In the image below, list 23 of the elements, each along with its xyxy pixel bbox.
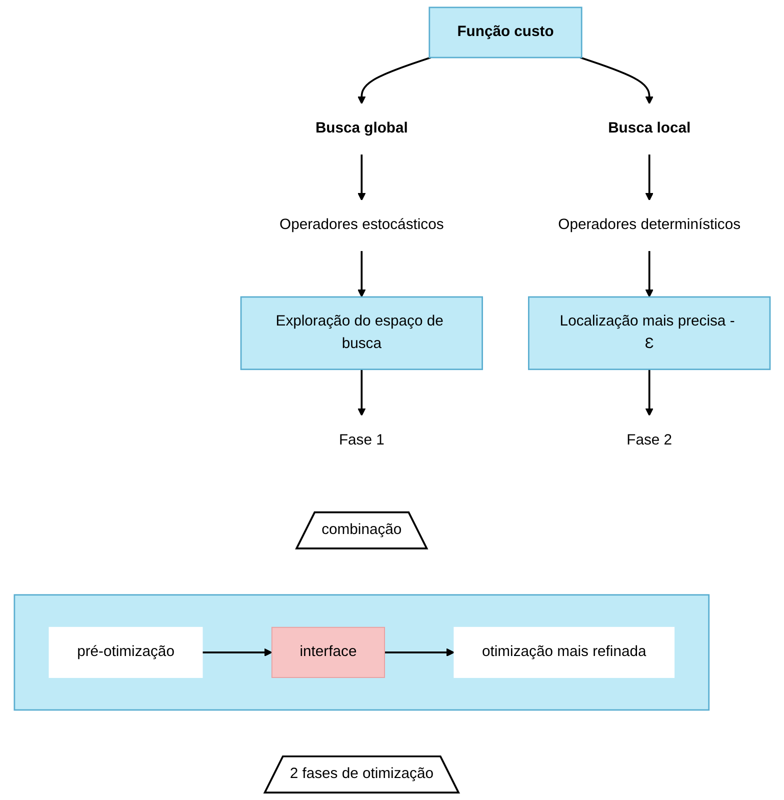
arrow [202, 648, 272, 656]
node-box: Função custo [428, 6, 582, 58]
arrow [357, 56, 431, 104]
arrow [384, 648, 454, 656]
arrow [580, 56, 654, 104]
node-text: Fase 1 [338, 432, 384, 448]
arrow [645, 154, 654, 201]
arrow [645, 369, 654, 416]
cluster [14, 594, 710, 711]
node-box: otimização mais refinada [453, 626, 674, 678]
node-text: Operadores determinísticos [558, 217, 740, 233]
arrow [645, 250, 654, 298]
arrow [357, 250, 366, 298]
node-text: Fase 2 [626, 432, 672, 448]
node-box: Exploração do espaço de busca [240, 296, 483, 370]
node-text: Busca local [608, 120, 690, 136]
node-box: interface [271, 626, 385, 678]
node-text: Busca global [315, 120, 408, 136]
node-box: pré-otimização [48, 626, 203, 678]
node-box: Localização mais precisa - Ɛ [528, 296, 770, 370]
arrow [357, 154, 366, 201]
arrow [357, 369, 366, 416]
node-text: Operadores estocásticos [279, 217, 444, 233]
